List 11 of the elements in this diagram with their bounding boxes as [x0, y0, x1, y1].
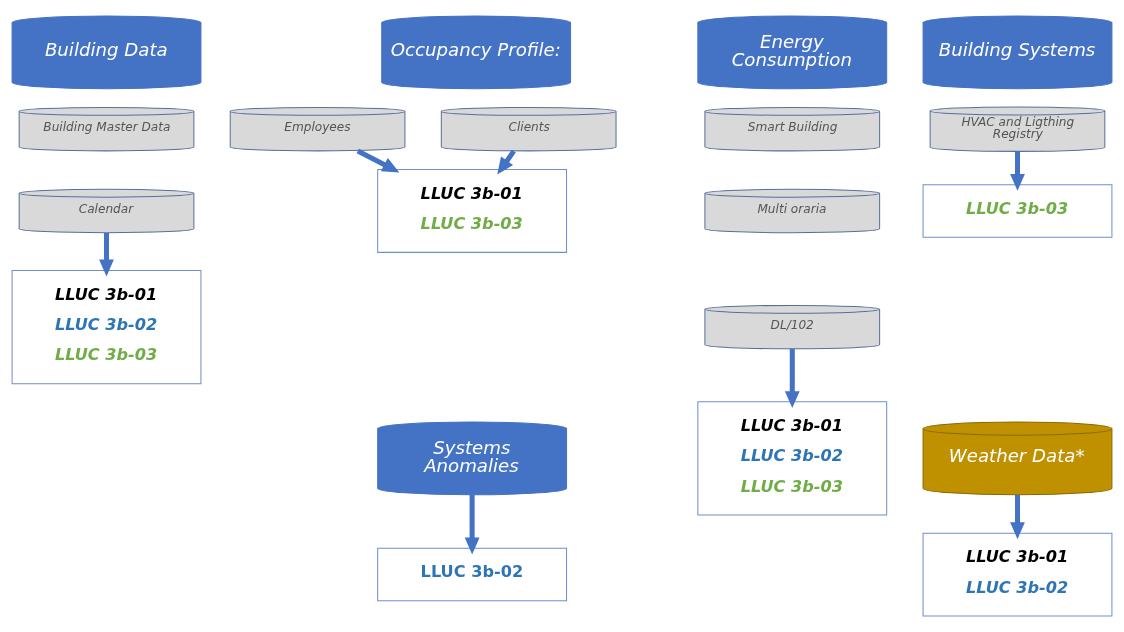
node-box: LLUC 3b-01 LLUC 3b-03: [377, 169, 568, 253]
arrow: [99, 232, 114, 277]
arrow: [464, 494, 480, 555]
arrow: [1010, 151, 1025, 191]
node-box: LLUC 3b-01 LLUC 3b-02 LLUC 3b-03: [11, 270, 202, 385]
arrow: [784, 348, 800, 409]
node-box: LLUC 3b-03: [922, 184, 1113, 238]
arrow: [1010, 494, 1025, 540]
node-box: LLUC 3b-01 LLUC 3b-02 LLUC 3b-03: [697, 401, 888, 516]
node-box: LLUC 3b-02: [377, 547, 568, 602]
node-box: LLUC 3b-01 LLUC 3b-02: [922, 532, 1113, 617]
